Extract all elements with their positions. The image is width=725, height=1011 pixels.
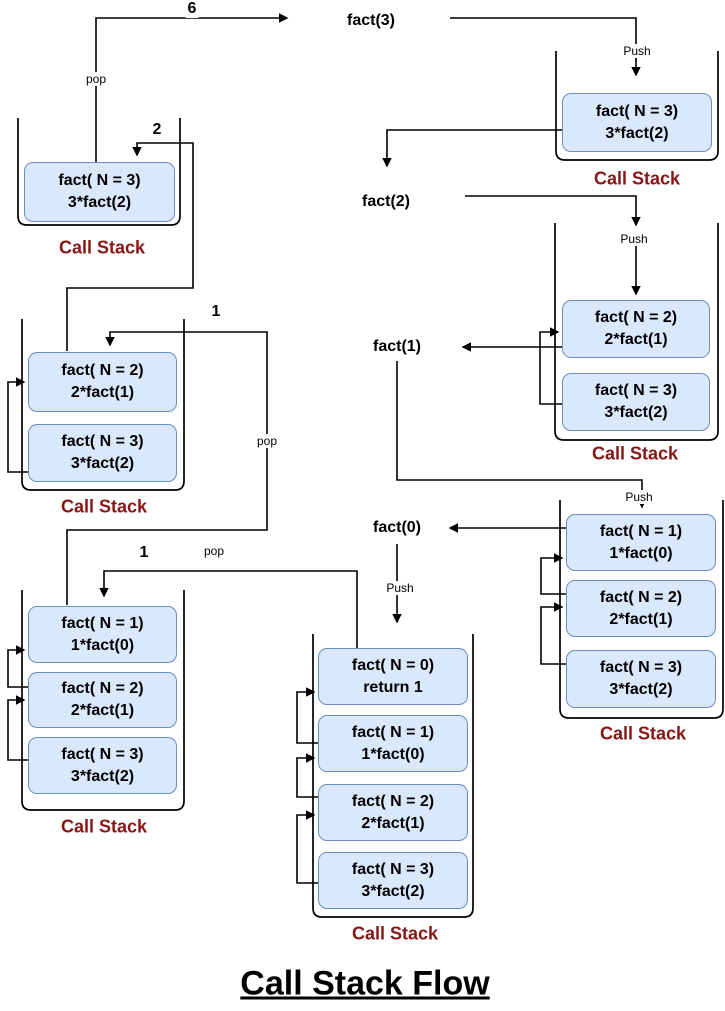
- bucket-right-low: [559, 500, 724, 719]
- pop-label-low: pop: [201, 544, 227, 558]
- frame-line1: fact( N = 3): [595, 102, 679, 120]
- edge-fact2-to-bucket: [465, 195, 641, 227]
- call-label-fact3: fact(3): [346, 12, 396, 29]
- stack-frame: fact( N = 1) 1*fact(0): [318, 715, 468, 772]
- frame-line2: return 1: [363, 678, 423, 696]
- stack-frame: fact( N = 2) 2*fact(1): [318, 784, 468, 841]
- push-label-fact0: Push: [384, 581, 416, 595]
- stack-label: Call Stack: [591, 443, 679, 464]
- frame-line1: fact( N = 1): [599, 522, 683, 540]
- push-label-fact3: Push: [621, 44, 653, 58]
- return-value-6: 6: [185, 0, 199, 18]
- frame-line2: 2*fact(1): [604, 331, 668, 348]
- stack-label: Call Stack: [351, 923, 439, 944]
- edge-pop-return2: [66, 142, 194, 351]
- pop-label-final: pop: [83, 72, 109, 86]
- stack-frame: fact( N = 3) 3*fact(2): [562, 93, 712, 152]
- link-stack4-f2-f1: [296, 687, 318, 744]
- stack-label: Call Stack: [593, 168, 681, 189]
- frame-line2: 3*fact(2): [70, 455, 135, 472]
- stack-frame: fact( N = 2) 2*fact(1): [28, 352, 177, 412]
- frame-line2: 3*fact(2): [609, 681, 673, 698]
- frame-line1: fact( N = 2): [61, 680, 144, 698]
- diagram-title: Call Stack Flow: [240, 964, 490, 1003]
- edge-pop-return1-b: [66, 331, 268, 605]
- link-stack3-f3-f2: [540, 602, 566, 665]
- edge-frame3-calls-fact2: [382, 129, 562, 168]
- frame-line2: 2*fact(1): [70, 702, 135, 719]
- call-label-fact0: fact(0): [372, 519, 422, 536]
- stack-frame: fact( N = 0) return 1: [318, 648, 468, 705]
- frame-line1: fact( N = 2): [61, 362, 144, 380]
- stack-label: Call Stack: [58, 237, 146, 258]
- bucket-bottom-middle: [312, 634, 474, 918]
- frame-line2: 1*fact(0): [361, 745, 425, 763]
- stack-frame: fact( N = 1) 1*fact(0): [28, 606, 177, 663]
- frame-line1: fact( N = 2): [599, 588, 683, 606]
- link-stack4-f3-f2: [296, 753, 318, 798]
- stack-frame: fact( N = 2) 2*fact(1): [28, 672, 177, 728]
- link-stack5-f3-f2: [7, 695, 28, 761]
- frame-line1: fact( N = 2): [351, 792, 435, 810]
- frame-line1: fact( N = 1): [351, 723, 435, 741]
- link-stack3-f2-f1: [540, 553, 566, 595]
- frame-line2: 1*fact(0): [609, 544, 673, 562]
- link-stack4-f4-f3: [296, 810, 318, 884]
- frame-line2: 2*fact(1): [70, 384, 135, 401]
- stack-frame: fact( N = 3) 3*fact(2): [566, 650, 716, 708]
- stack-frame: fact( N = 3) 3*fact(2): [28, 424, 177, 482]
- frame-line1: fact( N = 3): [599, 659, 683, 677]
- stack-frame: fact( N = 1) 1*fact(0): [566, 514, 716, 571]
- bucket-top-left: [17, 118, 181, 226]
- frame-line2: 2*fact(1): [361, 814, 425, 832]
- return-value-1-lower: 1: [137, 544, 151, 562]
- push-label-fact2: Push: [618, 232, 650, 246]
- stack-label: Call Stack: [599, 723, 687, 744]
- frame-line1: fact( N = 3): [58, 172, 141, 190]
- stack-frame: fact( N = 2) 2*fact(1): [566, 580, 716, 637]
- frame-line2: 1*fact(0): [70, 636, 135, 654]
- stack-frame: fact( N = 3) 3*fact(2): [318, 852, 468, 909]
- call-label-fact1: fact(1): [372, 338, 422, 355]
- call-label-fact2: fact(2): [361, 193, 411, 210]
- bucket-right-mid: [554, 223, 719, 441]
- push-label-fact1: Push: [623, 490, 655, 504]
- bucket-mid-left: [21, 319, 185, 491]
- return-value-1-upper: 1: [209, 303, 223, 321]
- stack-frame: fact( N = 2) 2*fact(1): [562, 300, 710, 358]
- frame-line1: fact( N = 3): [351, 860, 435, 878]
- edge-return-6-to-fact3: [95, 13, 289, 162]
- edge-fact3-push: [450, 17, 641, 77]
- frame-line2: 3*fact(2): [604, 404, 668, 421]
- frame-line1: fact( N = 3): [61, 433, 144, 451]
- link-stack5-f2-f1: [7, 645, 28, 688]
- bucket-right-top: [555, 51, 719, 161]
- link-stack2-f2-f1: [539, 327, 562, 405]
- stack-frame: fact( N = 3) 3*fact(2): [562, 373, 710, 431]
- frame-line2: 3*fact(2): [605, 124, 669, 142]
- frame-line1: fact( N = 0): [351, 656, 435, 674]
- stack-frame: fact( N = 3) 3*fact(2): [24, 162, 175, 222]
- link-stack6-f2-f1: [7, 377, 28, 473]
- stack-frame: fact( N = 3) 3*fact(2): [28, 737, 177, 794]
- frame-line1: fact( N = 2): [594, 309, 678, 327]
- frame-line2: 2*fact(1): [609, 610, 673, 628]
- frame-line2: 3*fact(2): [67, 194, 132, 211]
- frame-line2: 3*fact(2): [70, 767, 135, 785]
- frame-line2: 3*fact(2): [361, 882, 425, 900]
- stack-label: Call Stack: [60, 816, 148, 837]
- pop-label-mid: pop: [254, 434, 280, 448]
- frame-line1: fact( N = 1): [61, 614, 144, 632]
- edge-pop-return1-a: [99, 570, 358, 648]
- stack-label: Call Stack: [60, 496, 148, 517]
- return-value-2: 2: [150, 121, 164, 139]
- frame-line1: fact( N = 3): [594, 382, 678, 400]
- bucket-bottom-left: [21, 590, 185, 811]
- frame-line1: fact( N = 3): [61, 745, 144, 763]
